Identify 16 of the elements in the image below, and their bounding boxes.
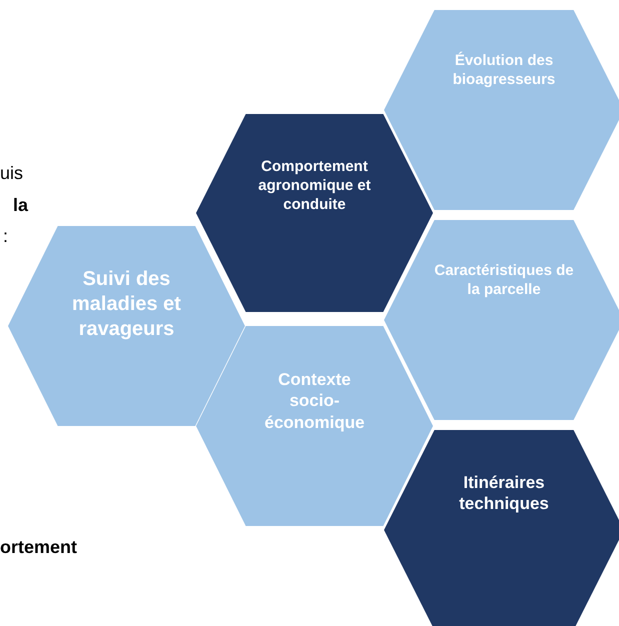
hexagon [384,220,619,420]
hexagon-label: Caractéristiques de la parcelle [434,262,574,300]
hexagon-label: Comportement agronomique et conduite [257,158,372,214]
text-fragment: la [13,195,28,216]
hexagon [8,226,245,426]
hexagon-label: Évolution des bioagresseurs [452,52,556,90]
text-fragment: ortement [0,537,78,558]
hexagon [384,10,619,210]
hexagon [196,326,433,526]
hexagon [196,114,433,312]
hexagon-label: Contexte socio-économique [264,369,364,433]
hexagon-label: Suivi des maladies et ravageurs [71,267,182,342]
text-fragment: uis [0,163,24,184]
text-fragment: : [3,226,8,247]
hexagon [384,430,619,626]
hexagon-label: Itinéraires techniques [458,472,550,514]
